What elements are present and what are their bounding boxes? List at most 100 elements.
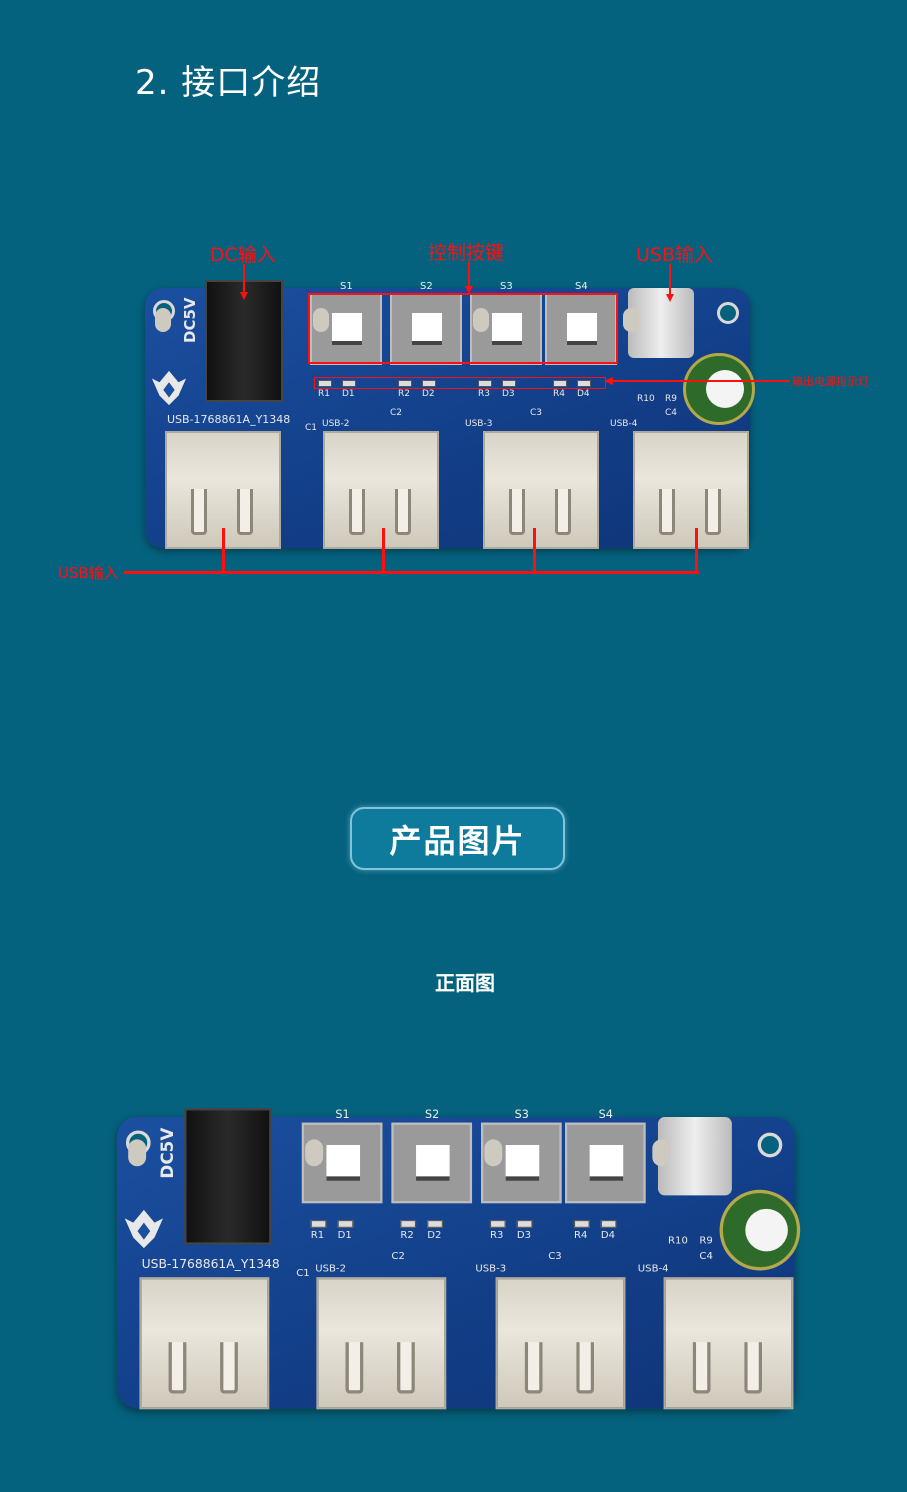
dc-input-label: DC输入 xyxy=(210,244,276,266)
usb-output-bus-line xyxy=(124,571,699,574)
port-mount-tab xyxy=(155,308,171,332)
capacitor-label: C3 xyxy=(548,1251,562,1263)
port-mount-tab xyxy=(128,1139,147,1167)
switch-label: S1 xyxy=(335,1109,350,1122)
resistor xyxy=(310,1220,327,1228)
capacitor-label: C2 xyxy=(391,1251,405,1263)
led-label: D3 xyxy=(516,1230,532,1242)
brand-logo-icon xyxy=(124,1209,164,1249)
indicator-arrow-line xyxy=(612,380,790,382)
port-label: USB-4 xyxy=(610,419,638,429)
usb-output-tick xyxy=(382,528,385,573)
switch-label: S2 xyxy=(425,1109,440,1122)
front-view-label: 正面图 xyxy=(435,971,495,995)
port-mount-tab xyxy=(313,308,329,332)
resistor-label: R9 xyxy=(665,394,677,404)
arrow-left-icon xyxy=(604,377,613,385)
resistor-label: R1 xyxy=(318,389,330,399)
capacitor-label: C4 xyxy=(665,408,678,418)
dc-jack xyxy=(184,1108,272,1245)
indicator-led xyxy=(337,1220,354,1228)
usb-a-port-4 xyxy=(633,431,749,549)
led-label: D2 xyxy=(427,1230,442,1242)
indicator-led xyxy=(342,380,356,387)
control-buttons-arrow-line xyxy=(468,262,470,286)
part-number: USB-1768861A_Y1348 xyxy=(167,413,291,426)
usb-output-tick xyxy=(222,528,225,573)
port-label: USB-3 xyxy=(465,419,493,429)
led-label: D1 xyxy=(337,1230,352,1242)
switch-label: S4 xyxy=(598,1109,613,1122)
capacitor xyxy=(683,353,755,425)
led-label: D4 xyxy=(600,1230,616,1242)
switch-label: S3 xyxy=(514,1109,529,1122)
indicator-led xyxy=(502,380,516,387)
usb-a-port-2 xyxy=(323,431,439,549)
resistor-label: R1 xyxy=(310,1230,325,1242)
port-mount-tab xyxy=(305,1139,324,1167)
resistor-label: R10 xyxy=(637,394,655,404)
usb-a-port-1 xyxy=(139,1277,270,1410)
usb-c-input-label: USB输入 xyxy=(636,244,714,266)
leds-highlight xyxy=(314,377,606,389)
resistor-label: R4 xyxy=(573,1230,588,1242)
resistor-label: R2 xyxy=(398,389,410,399)
switch-label: S2 xyxy=(420,281,433,292)
indicator-led xyxy=(600,1220,617,1228)
switch-label: S1 xyxy=(340,281,353,292)
port-mount-tab xyxy=(473,308,489,332)
usb-a-port-3 xyxy=(495,1277,626,1410)
led-label: D2 xyxy=(422,389,435,399)
pcb-board: DC5V USB-1768861A_Y1348 R10 R9 S1 R1 D1 … xyxy=(145,280,755,549)
resistor xyxy=(489,1220,506,1228)
switch-label: S4 xyxy=(575,281,588,292)
indicator-led xyxy=(516,1220,533,1228)
buttons-highlight xyxy=(308,293,618,364)
resistor-label: R3 xyxy=(489,1230,504,1242)
usb-a-port-4 xyxy=(663,1277,794,1410)
arrow-down-icon xyxy=(465,286,473,294)
product-images-heading: 产品图片 xyxy=(350,807,565,870)
resistor xyxy=(553,380,567,387)
port-label: USB-3 xyxy=(475,1263,507,1275)
usb-c-arrow-line xyxy=(669,264,671,294)
resistor xyxy=(398,380,412,387)
port-mount-tab xyxy=(484,1139,503,1167)
port-mount-tab xyxy=(623,308,639,332)
port-mount-tab xyxy=(652,1139,671,1167)
resistor-label: R2 xyxy=(400,1230,414,1242)
indicator-led xyxy=(422,380,436,387)
port-label: USB-2 xyxy=(322,419,350,429)
usb-output-tick xyxy=(695,528,698,573)
capacitor xyxy=(719,1189,801,1271)
usb-c-port xyxy=(628,288,694,358)
control-buttons-label: 控制按键 xyxy=(428,242,505,264)
control-button-4 xyxy=(565,1122,646,1204)
port-label: USB-2 xyxy=(315,1263,346,1275)
indicator-led xyxy=(577,380,591,387)
mounting-hole xyxy=(717,302,739,324)
usb-a-port-3 xyxy=(483,431,599,549)
resistor xyxy=(400,1220,417,1228)
dc-input-arrow-line xyxy=(243,264,245,292)
dc5v-label: DC5V xyxy=(181,297,199,343)
brand-logo-icon xyxy=(151,370,187,406)
resistor-label: R10 xyxy=(668,1235,688,1247)
port-label: USB-4 xyxy=(637,1263,669,1275)
resistor-label: R3 xyxy=(478,389,490,399)
led-label: D3 xyxy=(502,389,515,399)
mounting-hole xyxy=(757,1132,783,1158)
usb-output-tick xyxy=(533,528,536,573)
resistor xyxy=(478,380,492,387)
capacitor-label: C1 xyxy=(296,1268,310,1280)
section-title: 2. 接口介绍 xyxy=(135,63,322,103)
resistor-label: R4 xyxy=(553,389,565,399)
resistor-label: R9 xyxy=(699,1235,713,1247)
capacitor-label: C3 xyxy=(530,408,543,418)
usb-a-port-2 xyxy=(316,1277,447,1410)
switch-label: S3 xyxy=(500,281,513,292)
output-indicator-label: 输出电源指示灯 xyxy=(792,375,869,388)
dc5v-label: DC5V xyxy=(157,1127,178,1179)
dc-jack xyxy=(205,280,283,402)
usb-output-label: USB输入 xyxy=(58,564,119,582)
